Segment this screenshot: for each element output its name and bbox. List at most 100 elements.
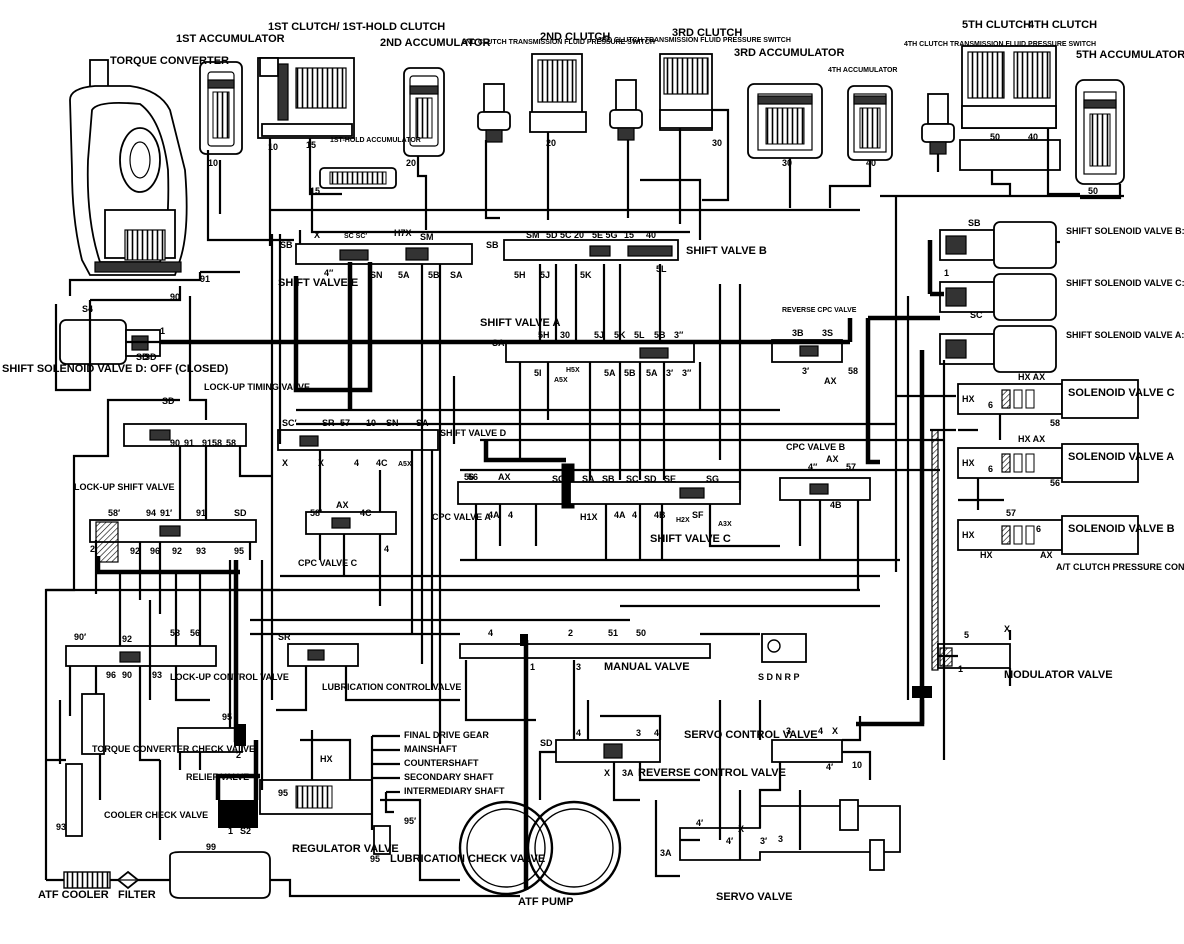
port-4-a: 4: [508, 510, 513, 520]
port-5a-a: 5A: [604, 368, 616, 378]
port-hx-a: HX: [962, 458, 975, 468]
line-93b: 93: [56, 822, 66, 832]
shift-valve-b: [503, 239, 679, 261]
label-tc-check-valve: TORQUE CONVERTER CHECK VALVE: [92, 744, 255, 754]
line-20b: 20: [546, 138, 556, 148]
port-x-rc: X: [832, 726, 838, 736]
line-10a: 10: [208, 158, 218, 168]
line-92: 92: [172, 546, 182, 556]
lubrication-check-valve: [373, 825, 391, 855]
port-3p-servo: 3′: [760, 836, 767, 846]
port-4a-a: 4A: [488, 510, 500, 520]
port-sa-2: SA: [492, 338, 505, 348]
port-h2x: H2X: [676, 517, 690, 524]
reverse-control-valve-small: [771, 739, 843, 763]
fourth-accumulator: [847, 85, 893, 161]
lockup-control-valve: [65, 645, 217, 667]
port-sc-d: SC′: [282, 418, 297, 428]
port-sd-3: SD: [644, 474, 657, 484]
port-sr-2: SR: [278, 632, 291, 642]
shift-solenoid-b: [939, 221, 1057, 269]
port-5c5d: 5D 5C 20: [546, 230, 584, 240]
line-20a: 20: [406, 158, 416, 168]
port-3a-sv: 3A: [622, 768, 634, 778]
line-1d: 1: [958, 664, 963, 674]
line-10c: 10: [852, 760, 862, 770]
shift-valve-a: [505, 341, 695, 363]
port-sc-2: SC: [552, 474, 565, 484]
label-first-clutch: 1ST CLUTCH/ 1ST-HOLD CLUTCH: [268, 21, 445, 33]
label-lubrication-control: LUBRICATION CONTROL VALVE: [322, 682, 461, 692]
port-sn-2: SN: [386, 418, 399, 428]
line-4g: 4: [632, 510, 637, 520]
line-1b: 1: [530, 662, 535, 672]
label-cpc-valve-b: CPC VALVE B: [786, 442, 846, 452]
label-reverse-control: REVERSE CONTROL VALVE: [638, 767, 786, 779]
servo-control-valve: [555, 739, 661, 763]
fourth-clutch-pressure-switch: [921, 93, 955, 155]
port-s1: S2: [240, 826, 251, 836]
line-99: 99: [206, 842, 216, 852]
line-56a: 56: [464, 472, 474, 482]
line-92c: 92: [130, 546, 140, 556]
lube-mainshaft: MAINSHAFT: [404, 744, 457, 754]
line-3a: 3: [576, 662, 581, 672]
label-solenoid-valve-c: SOLENOID VALVE C: [1068, 387, 1175, 399]
line-3b: 3: [636, 728, 641, 738]
line-57a: 57: [846, 462, 856, 472]
label-shift-solenoid-a: SHIFT SOLENOID VALVE A: OFF (CLOSED): [1066, 330, 1184, 340]
line-15a: 15: [306, 140, 316, 150]
port-hx-b: HX: [962, 530, 975, 540]
port-sc-1: SC: [970, 310, 983, 320]
label-shift-valve-c: SHIFT VALVE C: [650, 533, 731, 545]
port-5f: 5A: [398, 270, 410, 280]
line-10b: 10: [268, 142, 278, 152]
component-labels: TORQUE CONVERTER 1ST ACCUMULATOR 1ST CLU…: [2, 19, 1184, 908]
line-90: 90: [170, 292, 180, 302]
port-91-lt: 91: [184, 438, 194, 448]
line-93c: 93: [152, 670, 162, 680]
line-1a: 1: [160, 326, 165, 336]
label-lockup-shift: LOCK-UP SHIFT VALVE: [74, 482, 175, 492]
first-accumulator: [199, 61, 243, 155]
port-5c: 5B: [428, 270, 440, 280]
cpc-valve-b: [779, 477, 871, 501]
line-50a: 50: [990, 132, 1000, 142]
port-3q-b: 3″: [682, 368, 692, 378]
line-2b: 2: [90, 544, 95, 554]
label-second-accumulator: 2ND ACCUMULATOR: [380, 37, 490, 49]
port-h1x: H1X: [580, 512, 598, 522]
atf-cooler: [63, 871, 111, 889]
line-92b: 92: [122, 634, 132, 644]
port-ax-r: AX: [824, 376, 837, 386]
reverse-cpc-valve: [771, 339, 843, 363]
line-4f: 4: [384, 544, 389, 554]
port-58-r: 58: [848, 366, 858, 376]
label-modulator-valve: MODULATOR VALVE: [1004, 669, 1113, 681]
port-a5x-d: A5X: [398, 461, 412, 468]
sump: [169, 851, 271, 899]
regulator-valve: [218, 779, 373, 828]
port-58-lt: 58: [226, 438, 236, 448]
label-servo-control: SERVO CONTROL VALVE: [684, 729, 818, 741]
line-51: 51: [608, 628, 618, 638]
label-first-accumulator: 1ST ACCUMULATOR: [176, 33, 285, 45]
line-50b: 50: [1088, 186, 1098, 196]
port-90-lt: 90: [170, 438, 180, 448]
label-filter: FILTER: [118, 889, 156, 901]
cooler-check-valve: [65, 763, 83, 837]
lube-final-drive: FINAL DRIVE GEAR: [404, 730, 489, 740]
port-4a-c: 4A: [614, 510, 626, 520]
solenoid-valve-b-box: [957, 515, 1139, 555]
port-sb-c: SB: [602, 474, 615, 484]
port-3-a: 3′: [666, 368, 673, 378]
cpc-valve-c: [305, 511, 397, 535]
port-4p-servo2: 4′: [726, 836, 733, 846]
port-x-servo: X: [738, 824, 744, 834]
hydraulic-lines: [44, 108, 1124, 898]
port-58p-ls: 58′: [108, 508, 120, 518]
shift-solenoid-d: [59, 319, 161, 365]
label-fifth-accumulator: 5TH ACCUMULATOR: [1076, 49, 1184, 61]
port-sr-1: SR: [322, 418, 335, 428]
shift-solenoid-a: [939, 325, 1057, 373]
